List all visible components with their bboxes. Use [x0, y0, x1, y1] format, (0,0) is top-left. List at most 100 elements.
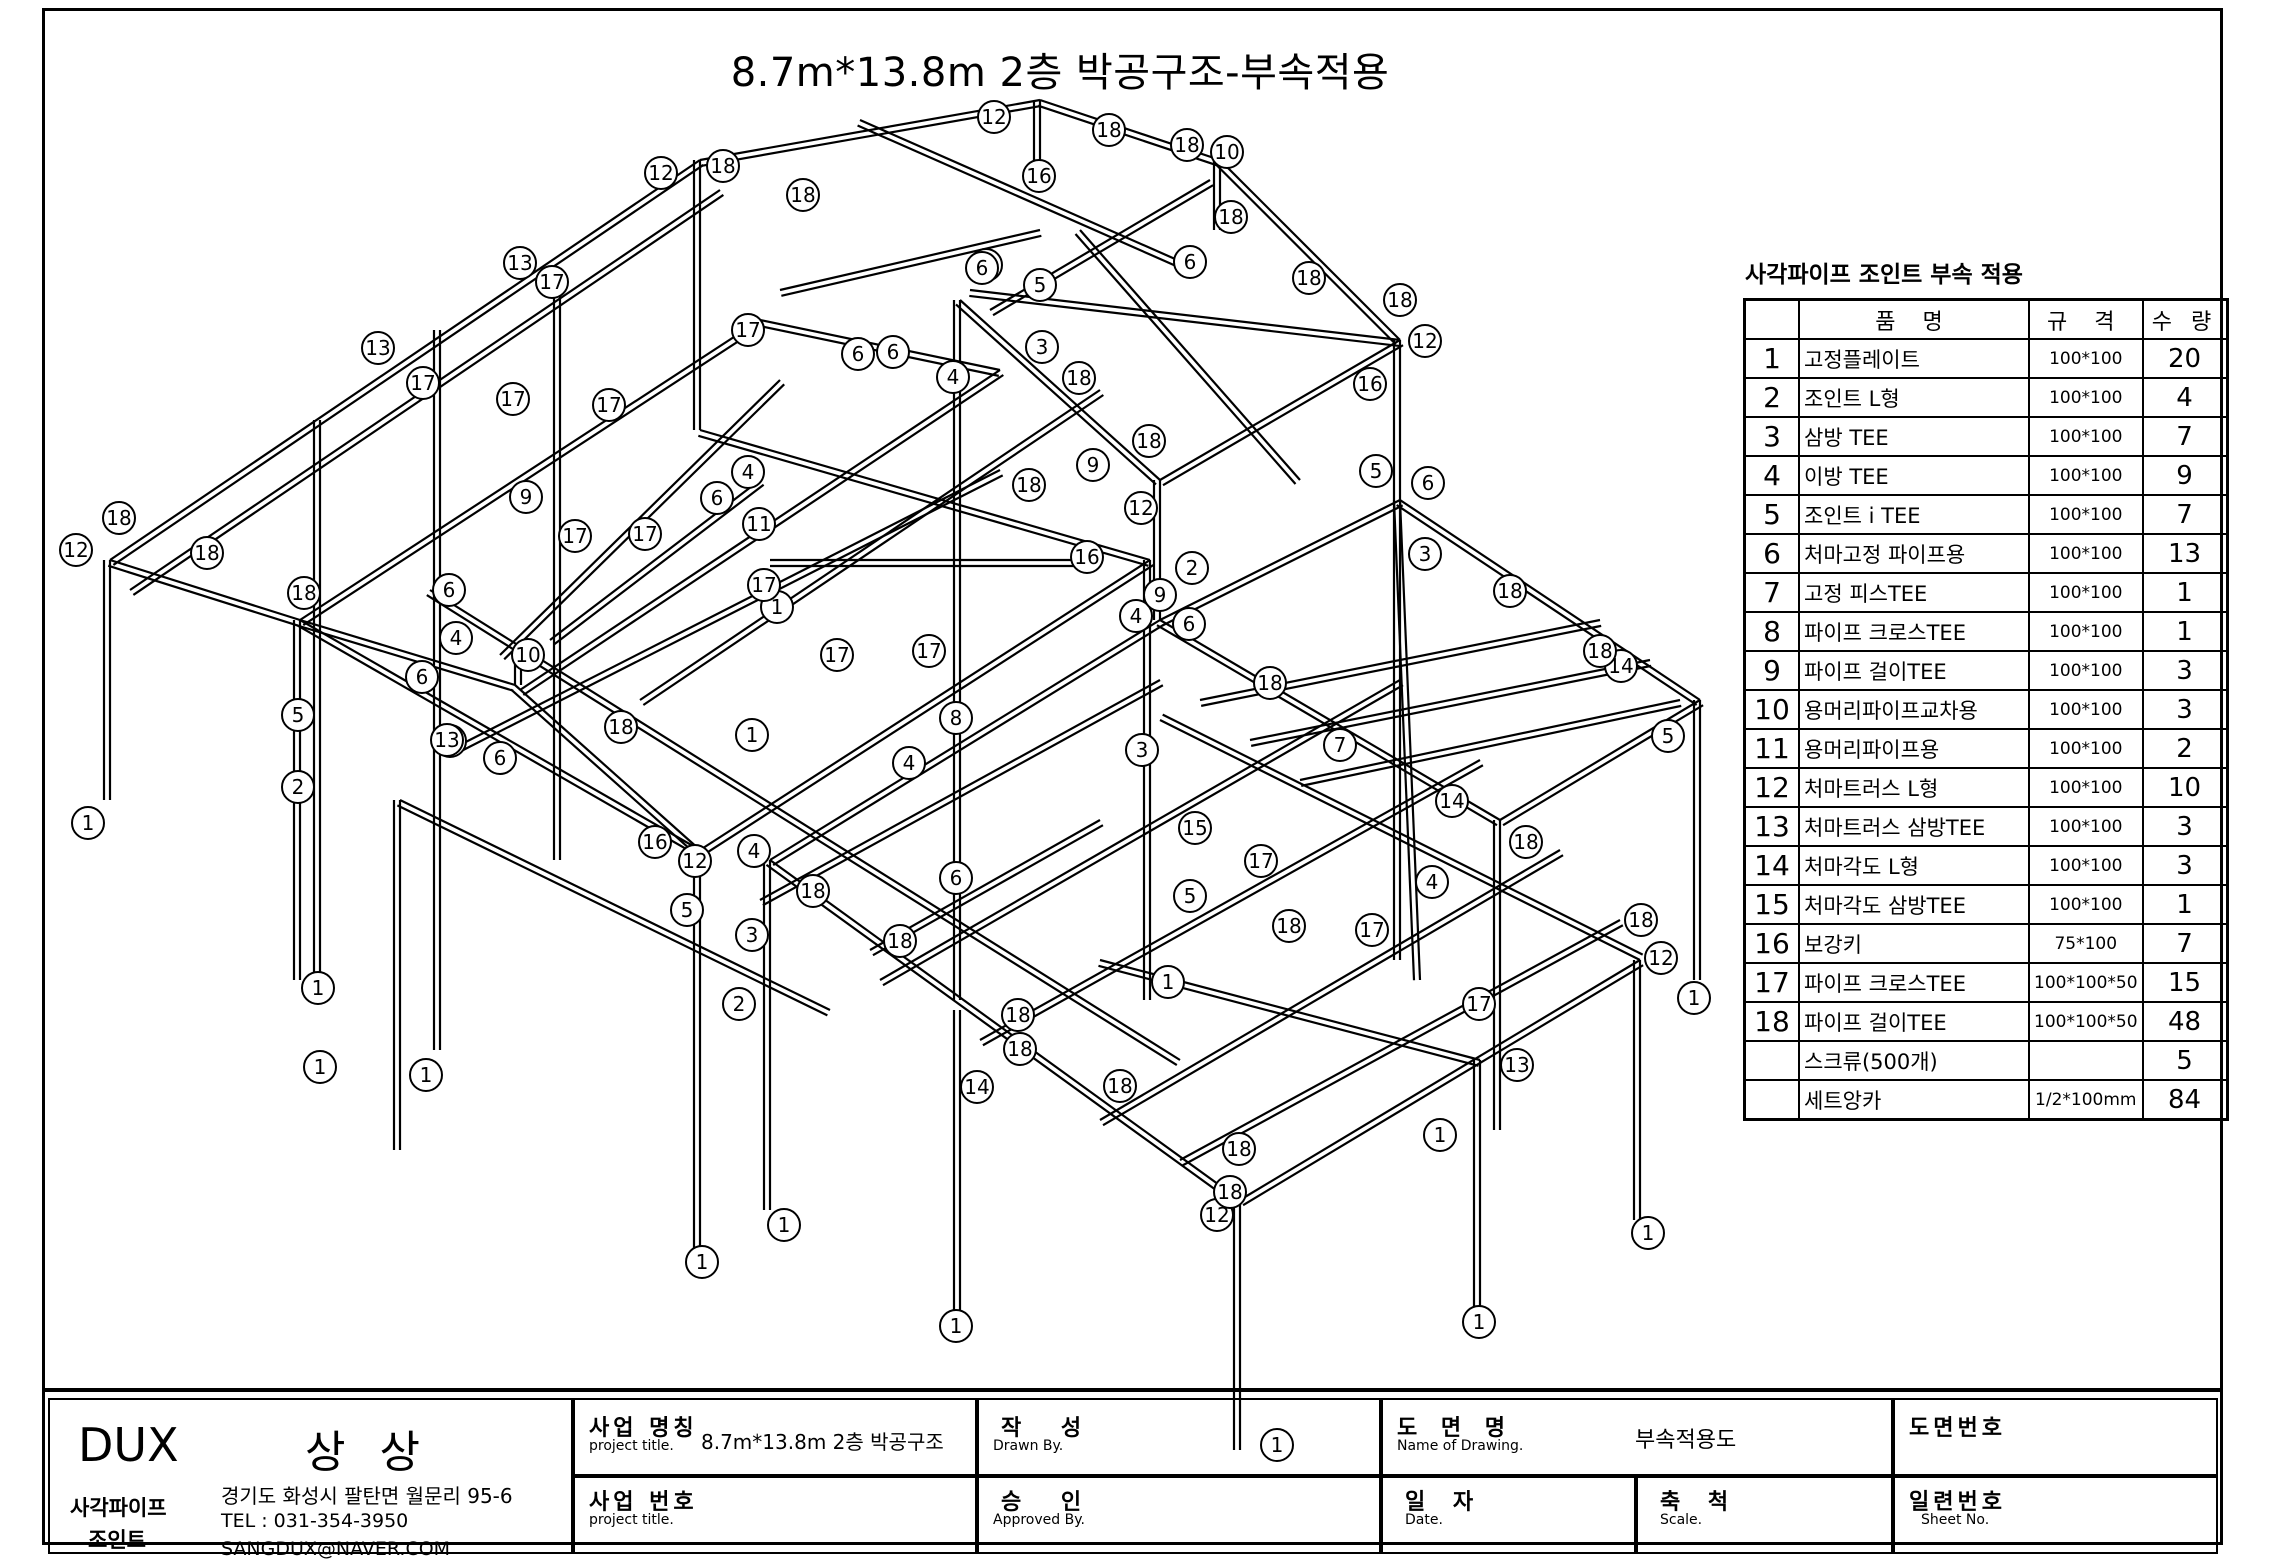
part-callout: 9 — [509, 480, 543, 514]
pipe-member — [302, 324, 764, 626]
callout-circle — [912, 634, 946, 668]
part-callout: 4 — [731, 455, 765, 489]
callout-circle — [1651, 719, 1685, 753]
part-no: 15 — [1743, 884, 1800, 925]
pipe-member — [396, 804, 828, 1017]
part-qty: 2 — [2141, 728, 2229, 769]
part-callout: 18 — [883, 924, 917, 958]
callout-circle — [735, 718, 769, 752]
part-callout: 7 — [1323, 728, 1357, 762]
part-spec: 100*100*50 — [2028, 1001, 2144, 1042]
part-callout: 10 — [1210, 135, 1244, 169]
part-spec: 100*100 — [2028, 533, 2144, 574]
callout-circle — [496, 382, 530, 416]
part-name: 처마고정 파이프용 — [1798, 533, 2030, 574]
callout-number: 1 — [82, 811, 95, 835]
pipe-member — [399, 799, 831, 1011]
part-qty: 20 — [2141, 338, 2229, 379]
callout-number: 17 — [1359, 918, 1384, 942]
part-spec: 100*100 — [2028, 572, 2144, 613]
callout-number: 5 — [1034, 273, 1047, 297]
drawing-name-sub: Name of Drawing. — [1397, 1438, 1524, 1454]
part-no: 12 — [1743, 767, 1800, 808]
part-callout: 5 — [1359, 454, 1393, 488]
part-no: 7 — [1743, 572, 1800, 613]
part-callout: 4 — [737, 834, 771, 868]
pipe-member — [109, 159, 701, 561]
part-callout: 1 — [1677, 981, 1711, 1015]
callout-number: 2 — [1186, 556, 1199, 580]
pipe-member — [969, 294, 1400, 348]
title-block: DUX 상 상 사각파이프 조인트 경기도 화성시 팔탄면 월문리 95-6 T… — [44, 1388, 2222, 1560]
part-qty: 1 — [2141, 572, 2229, 613]
callout-number: 18 — [1174, 133, 1199, 157]
callout-circle — [700, 481, 734, 515]
callout-circle — [685, 1245, 719, 1279]
callout-number: 2 — [733, 992, 746, 1016]
part-no: 6 — [1743, 533, 1800, 574]
part-spec: 100*100*50 — [2028, 962, 2144, 1003]
callout-number: 12 — [1128, 496, 1153, 520]
part-callout: 18 — [1214, 200, 1248, 234]
callout-number: 5 — [1370, 459, 1383, 483]
callout-circle — [301, 971, 335, 1005]
callout-circle — [535, 265, 569, 299]
header-no — [1743, 298, 1800, 340]
part-callout: 18 — [796, 874, 830, 908]
part-callout: 5 — [281, 698, 315, 732]
callout-number: 17 — [410, 371, 435, 395]
part-callout: 1 — [1462, 1305, 1496, 1339]
part-callout: 6 — [1172, 607, 1206, 641]
part-spec: 100*100 — [2028, 338, 2144, 379]
callout-circle — [1272, 909, 1306, 943]
part-name: 용머리파이프교차용 — [1798, 689, 2030, 730]
callout-circle — [706, 149, 740, 183]
callout-circle — [409, 1058, 443, 1092]
pipe-member — [1250, 664, 1652, 747]
part-spec: 100*100 — [2028, 806, 2144, 847]
callout-number: 9 — [1154, 583, 1167, 607]
callout-number: 1 — [314, 1055, 327, 1079]
callout-number: 18 — [1107, 1074, 1132, 1098]
date-sub: Date. — [1405, 1512, 1443, 1528]
part-callout: 12 — [678, 844, 712, 878]
pipe-member — [1499, 699, 1701, 821]
callout-number: 18 — [291, 581, 316, 605]
pipe-member — [297, 624, 514, 692]
part-callout: 12 — [977, 100, 1011, 134]
part-callout: 16 — [1070, 540, 1104, 574]
part-no: 9 — [1743, 650, 1800, 691]
part-callout: 17 — [558, 519, 592, 553]
company-email: SANGDUX@NAVER.COM — [221, 1538, 451, 1560]
pipe-member — [1162, 504, 1404, 627]
part-qty: 7 — [2141, 416, 2229, 457]
callout-number: 1 — [1688, 986, 1701, 1010]
pipe-member — [1398, 499, 1422, 981]
part-callout: 17 — [592, 388, 626, 422]
project-name-value: 8.7m*13.8m 2층 박공구조 — [701, 1430, 944, 1454]
pipe-member — [879, 679, 1401, 981]
pipe-member — [699, 559, 1151, 851]
part-name: 세트앙카 — [1798, 1079, 2030, 1121]
part-name: 보강키 — [1798, 923, 2030, 964]
pipe-member — [1074, 233, 1297, 485]
drawing-title: 8.7m*13.8m 2층 박공구조-부속적용 — [730, 50, 1390, 96]
part-callout: 18 — [1003, 1032, 1037, 1066]
callout-circle — [1175, 551, 1209, 585]
pipe-member — [698, 434, 1149, 567]
pipe-member — [452, 474, 1004, 757]
approved-label: 승 인 — [1001, 1490, 1098, 1515]
part-callout: 18 — [1132, 424, 1166, 458]
callout-circle — [1012, 468, 1046, 502]
pipe-member — [759, 679, 1161, 901]
callout-circle — [1244, 844, 1278, 878]
part-name: 스크류(500개) — [1798, 1040, 2030, 1081]
callout-circle — [1509, 825, 1543, 859]
drawn-by-cell: 작 성 Drawn By. — [977, 1398, 1381, 1476]
part-callout: 12 — [1408, 324, 1442, 358]
approved-sub: Approved By. — [993, 1512, 1085, 1528]
callout-number: 18 — [1296, 266, 1321, 290]
callout-number: 12 — [63, 538, 88, 562]
part-callout: 2 — [722, 987, 756, 1021]
